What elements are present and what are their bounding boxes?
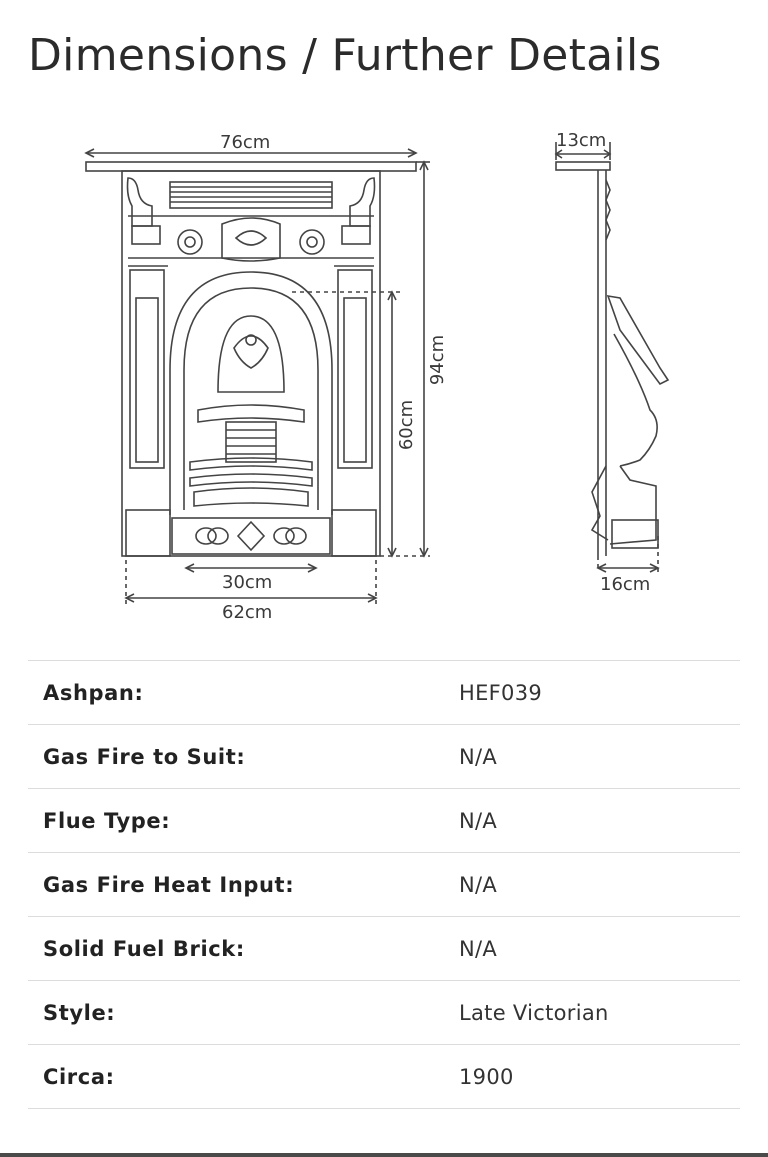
page-title: Dimensions / Further Details <box>28 30 662 81</box>
spec-value: N/A <box>459 872 498 897</box>
front-width-top-label: 76cm <box>220 132 270 153</box>
spec-row-circa: Circa: 1900 <box>28 1045 740 1109</box>
spec-label: Gas Fire Heat Input: <box>43 872 295 897</box>
spec-row-gas-fire-heat-input: Gas Fire Heat Input: N/A <box>28 853 740 917</box>
side-depth-top-label: 13cm <box>556 130 606 151</box>
spec-value: N/A <box>459 808 498 833</box>
spec-row-gas-fire-to-suit: Gas Fire to Suit: N/A <box>28 725 740 789</box>
spec-value: N/A <box>459 744 498 769</box>
spec-label: Gas Fire to Suit: <box>43 744 246 769</box>
front-height-total-label: 94cm <box>427 335 448 385</box>
bottom-divider-bar <box>0 1153 768 1157</box>
spec-label: Circa: <box>43 1064 115 1089</box>
spec-row-flue-type: Flue Type: N/A <box>28 789 740 853</box>
spec-row-style: Style: Late Victorian <box>28 981 740 1045</box>
spec-label: Solid Fuel Brick: <box>43 936 245 961</box>
spec-value: 1900 <box>459 1064 514 1089</box>
spec-value: Late Victorian <box>459 1000 609 1025</box>
dimension-drawing: 76cm 94cm 60cm 30cm 62cm 13cm 16cm <box>84 130 670 623</box>
front-base-width-label: 62cm <box>222 602 272 623</box>
specifications-table: Ashpan: HEF039 Gas Fire to Suit: N/A Flu… <box>28 660 740 1109</box>
spec-row-solid-fuel-brick: Solid Fuel Brick: N/A <box>28 917 740 981</box>
spec-label: Flue Type: <box>43 808 171 833</box>
front-opening-height-label: 60cm <box>396 400 417 450</box>
side-depth-bottom-label: 16cm <box>600 574 650 595</box>
fireplace-dimension-diagram: 76cm 94cm 60cm 30cm 62cm 13cm 16cm <box>0 120 768 630</box>
spec-label: Style: <box>43 1000 116 1025</box>
spec-label: Ashpan: <box>43 680 144 705</box>
spec-value: HEF039 <box>459 680 543 705</box>
spec-row-ashpan: Ashpan: HEF039 <box>28 661 740 725</box>
spec-value: N/A <box>459 936 498 961</box>
front-opening-width-label: 30cm <box>222 572 272 593</box>
